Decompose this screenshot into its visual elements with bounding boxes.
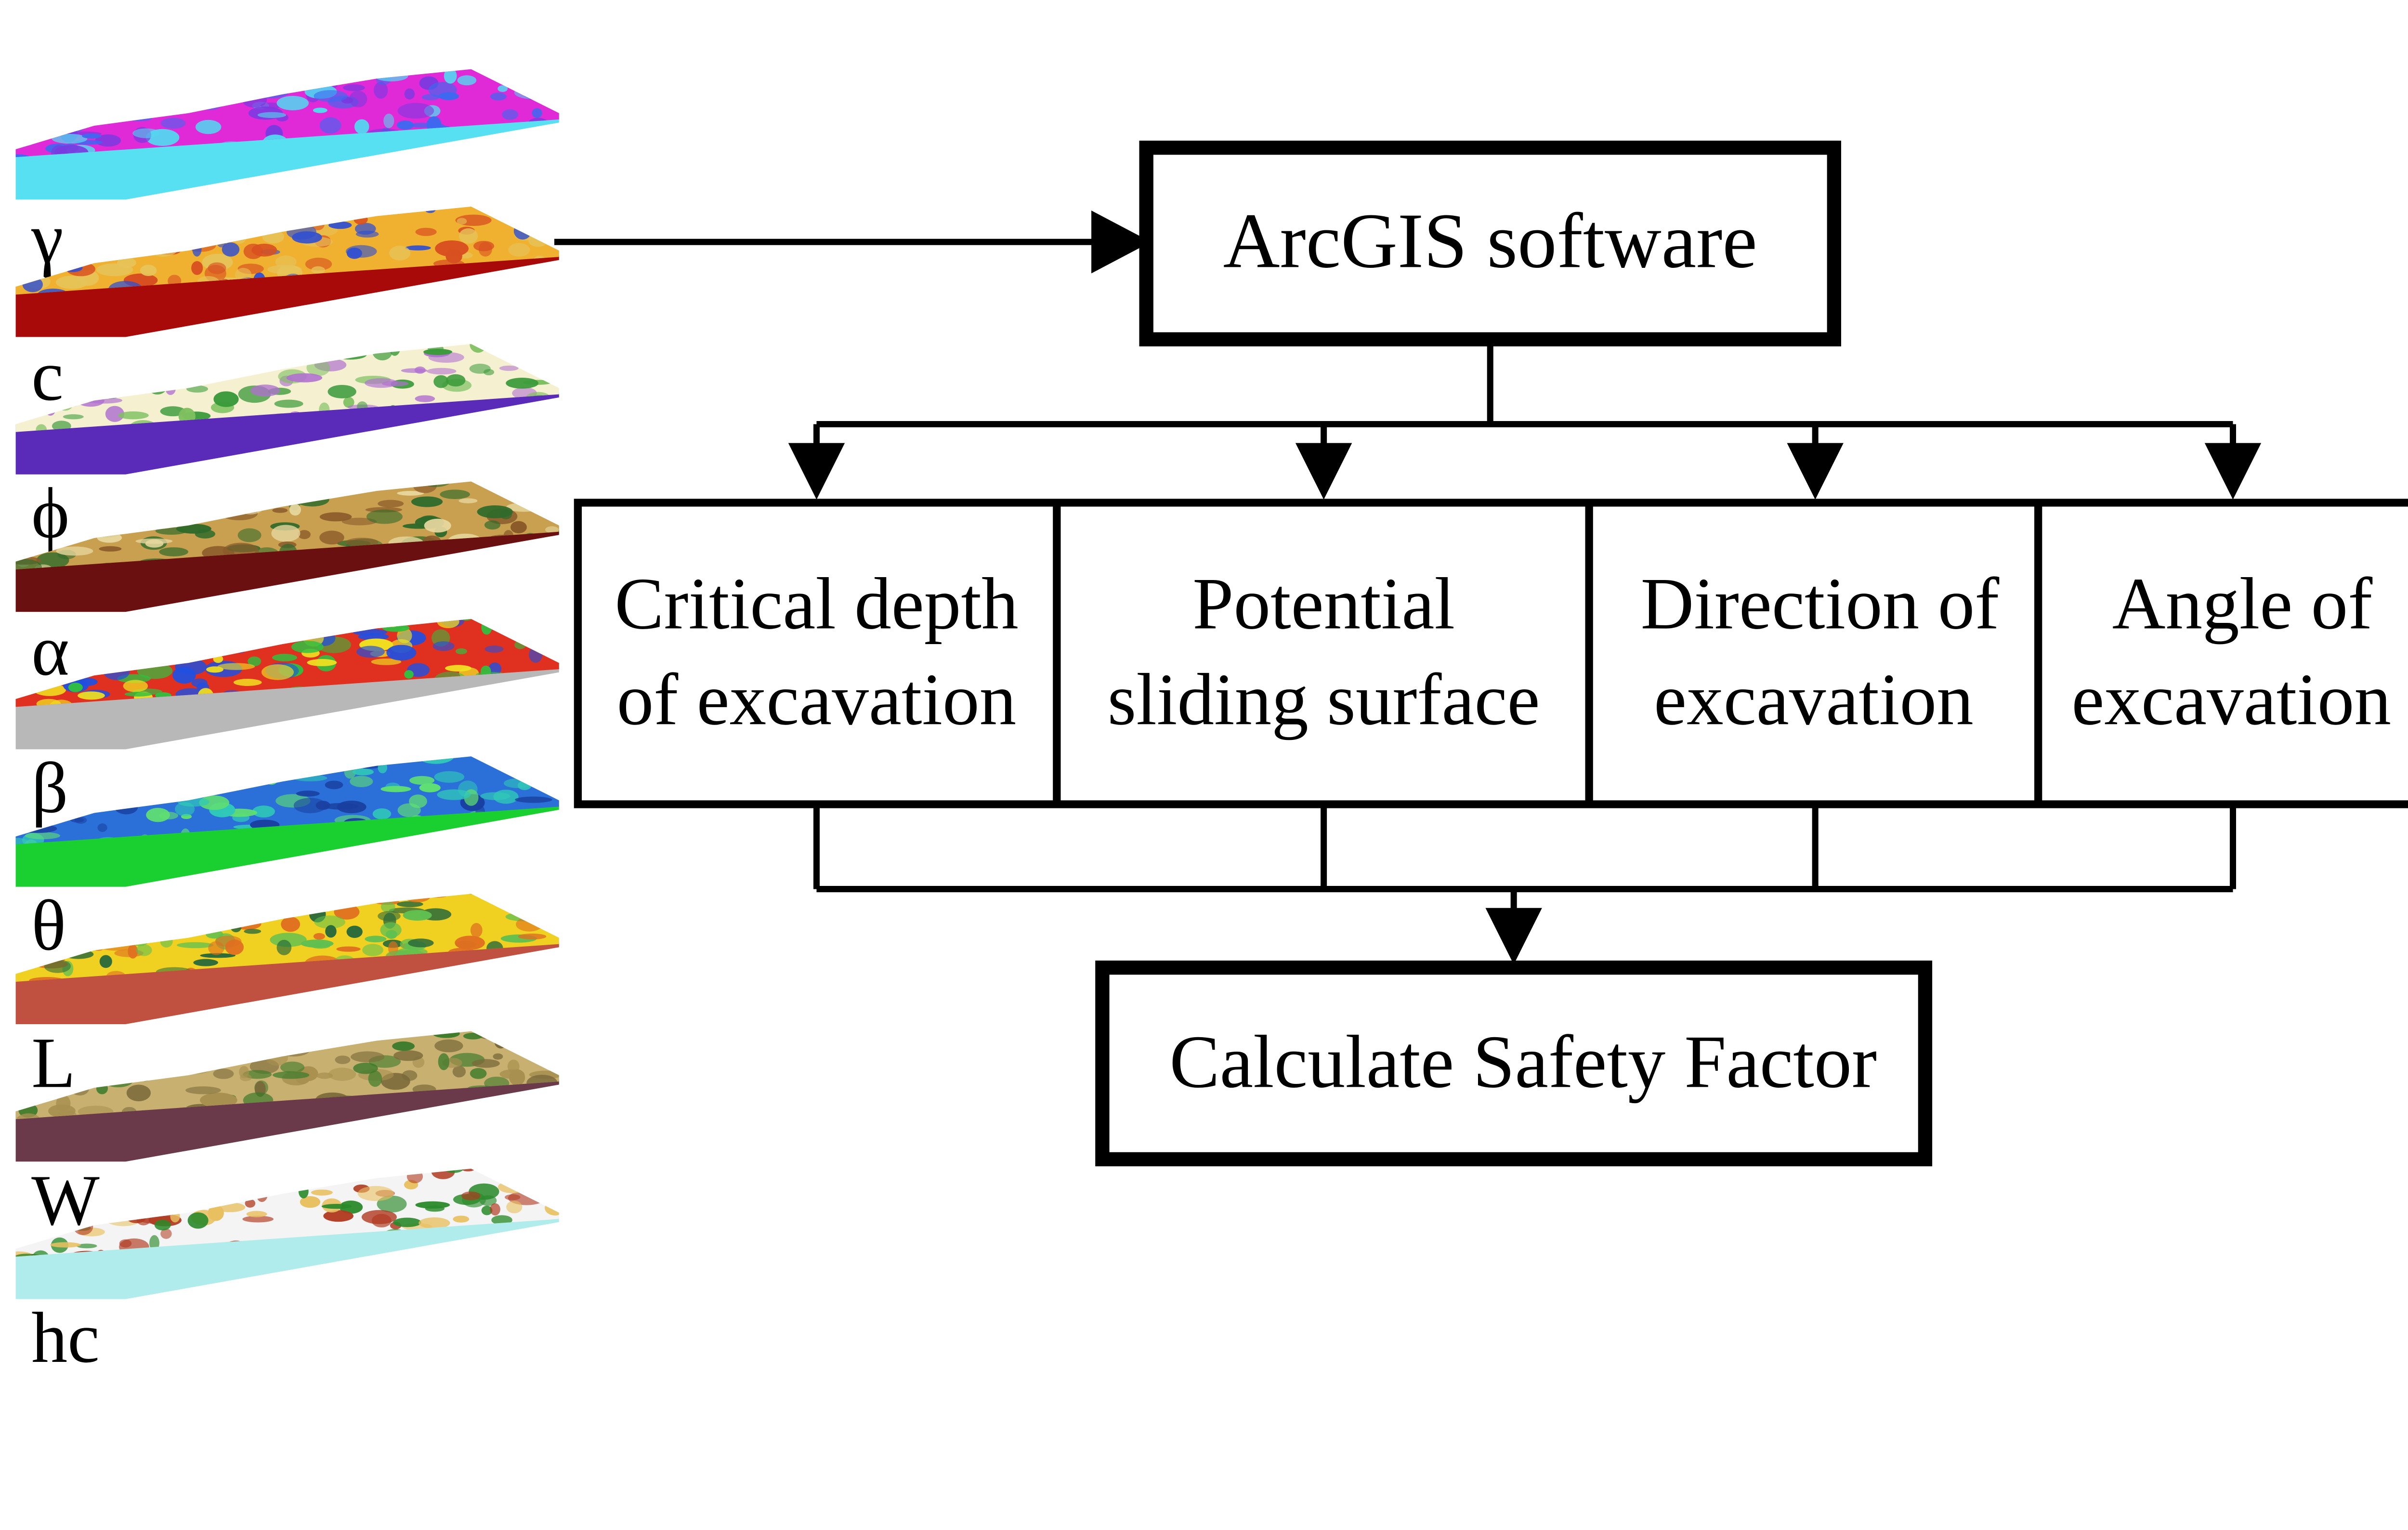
layer-base — [15, 393, 559, 475]
arcgis-label: ArcGIS software — [1223, 198, 1757, 284]
arcgis-box: ArcGIS software — [1139, 140, 1841, 347]
potential-surface-line1: Potential — [1192, 563, 1455, 645]
direction-line1: Direction of — [1641, 563, 2000, 645]
angle-line1: Angle of — [2112, 563, 2373, 645]
merge-arrowhead — [1485, 908, 1542, 965]
layer-symbol: β — [31, 748, 68, 828]
angle-box: Angle of excavation — [2071, 563, 2391, 740]
layer-base — [15, 118, 559, 200]
split-arrowheads — [788, 443, 2262, 500]
layer-base — [15, 1217, 559, 1299]
layer-base — [15, 530, 559, 612]
merge-connector — [813, 804, 2237, 914]
layer-base — [15, 255, 559, 337]
direction-line2: excavation — [1654, 659, 1974, 740]
layer-surface — [15, 1168, 559, 1257]
layer-surface — [15, 344, 559, 432]
layer-base — [15, 667, 559, 750]
layer-base — [15, 1080, 559, 1162]
critical-depth-line1: Critical depth — [615, 563, 1018, 645]
input-arrow — [554, 211, 1151, 274]
angle-line2: excavation — [2071, 659, 2391, 740]
direction-box: Direction of excavation — [1641, 563, 2000, 740]
terrain-layer: α — [15, 481, 559, 691]
layer-symbol: θ — [31, 885, 66, 965]
layer-symbol: α — [31, 611, 69, 691]
layer-base — [15, 942, 559, 1024]
safety-factor-label: Calculate Safety Factor — [1169, 1020, 1877, 1103]
potential-surface-box: Potential sliding surface — [1108, 563, 1540, 740]
critical-depth-box: Critical depth of excavation — [615, 563, 1018, 740]
layer-symbol: L — [31, 1023, 76, 1103]
layer-symbol: hc — [31, 1298, 100, 1378]
layer-symbol: ϕ — [31, 473, 69, 553]
safety-factor-box: Calculate Safety Factor — [1095, 960, 1933, 1167]
factor-row: Critical depth of excavation Potential s… — [574, 499, 2408, 808]
layer-base — [15, 805, 559, 887]
potential-surface-line2: sliding surface — [1108, 659, 1540, 740]
split-connector — [813, 345, 2237, 448]
critical-depth-line2: of excavation — [617, 659, 1017, 740]
layer-symbol: γ — [31, 198, 63, 278]
layer-symbol: c — [31, 336, 64, 416]
